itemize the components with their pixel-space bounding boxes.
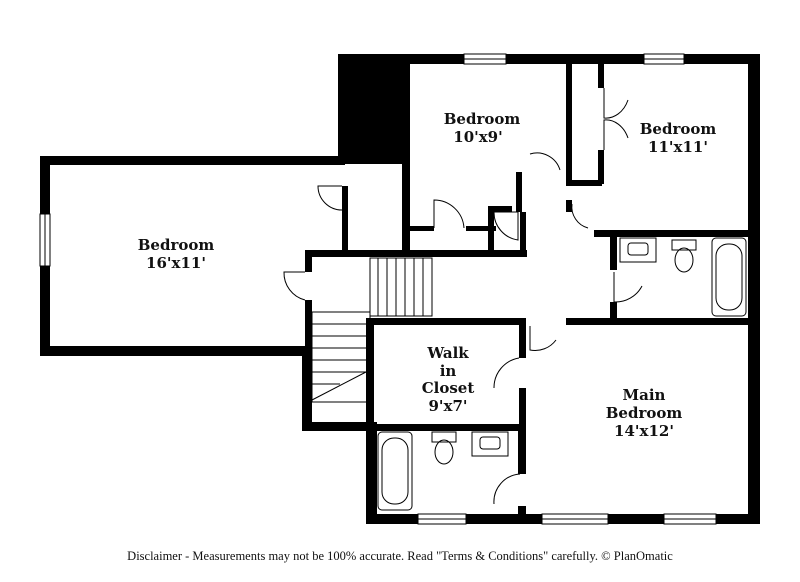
room-labels: Bedroom 16'x11' Bedroom 10'x9' Bedroom 1… — [138, 110, 717, 440]
wall-segment — [520, 212, 526, 252]
wall-segment — [519, 388, 526, 428]
wall-segment — [566, 180, 602, 186]
wall-segment — [566, 64, 572, 184]
wall-segment — [404, 226, 434, 231]
wall-segment — [518, 424, 526, 474]
wall-segment — [610, 232, 617, 270]
bathtub — [711, 237, 747, 317]
staircase — [311, 257, 433, 403]
vanity — [471, 431, 509, 457]
room-label-bedroom-north: Bedroom — [444, 110, 521, 128]
bathtub — [377, 431, 413, 511]
wall-segment — [40, 346, 312, 356]
wall-segment — [598, 150, 604, 184]
wall-segment — [598, 64, 604, 88]
room-label-bedroom-west: Bedroom — [138, 236, 215, 254]
room-size-bedroom-west: 16'x11' — [146, 254, 206, 272]
wall-segment — [302, 422, 377, 431]
toilet — [671, 239, 697, 251]
wall-segment — [488, 206, 512, 212]
bathroom-fixtures — [377, 237, 747, 511]
wall-segment — [519, 318, 526, 358]
wall-segment — [366, 318, 526, 325]
door-swings — [283, 88, 643, 505]
room-label-walk-in-closet-3: Closet — [422, 379, 475, 397]
room-size-bedroom-north: 10'x9' — [453, 128, 502, 146]
wall-segment — [366, 424, 526, 431]
wall-segment — [516, 172, 522, 212]
room-label-walk-in-closet-2: in — [440, 362, 457, 380]
wall-segment — [488, 206, 494, 250]
toilet — [431, 431, 457, 443]
wall-segment — [305, 300, 312, 350]
room-label-main-bedroom-2: Bedroom — [606, 404, 683, 422]
room-size-bedroom-east: 11'x11' — [648, 138, 708, 156]
wall-segment — [305, 250, 312, 272]
wall-segment — [466, 226, 496, 231]
wall-segment — [366, 422, 377, 524]
vanity — [619, 237, 657, 263]
wall-segment — [748, 54, 760, 524]
windows — [39, 53, 717, 525]
room-label-main-bedroom-1: Main — [623, 386, 666, 404]
wall-segment — [566, 200, 572, 212]
room-label-bedroom-east: Bedroom — [640, 120, 717, 138]
wall-segment — [566, 318, 756, 325]
wall-segment — [338, 54, 760, 64]
wall-segment — [305, 250, 527, 257]
chimney-block — [338, 54, 406, 158]
room-label-walk-in-closet-1: Walk — [426, 344, 469, 362]
disclaimer-text: Disclaimer - Measurements may not be 100… — [127, 549, 673, 563]
wall-segment — [342, 186, 348, 254]
room-size-walk-in-closet: 9'x7' — [428, 397, 467, 415]
wall-segment — [40, 156, 345, 165]
wall-segment — [402, 54, 410, 254]
wall-segment — [610, 302, 617, 322]
wall-segment — [518, 506, 526, 516]
wall-segment — [345, 158, 407, 164]
wall-segment — [302, 346, 312, 430]
room-size-main-bedroom: 14'x12' — [614, 422, 674, 440]
wall-segment — [594, 230, 754, 237]
